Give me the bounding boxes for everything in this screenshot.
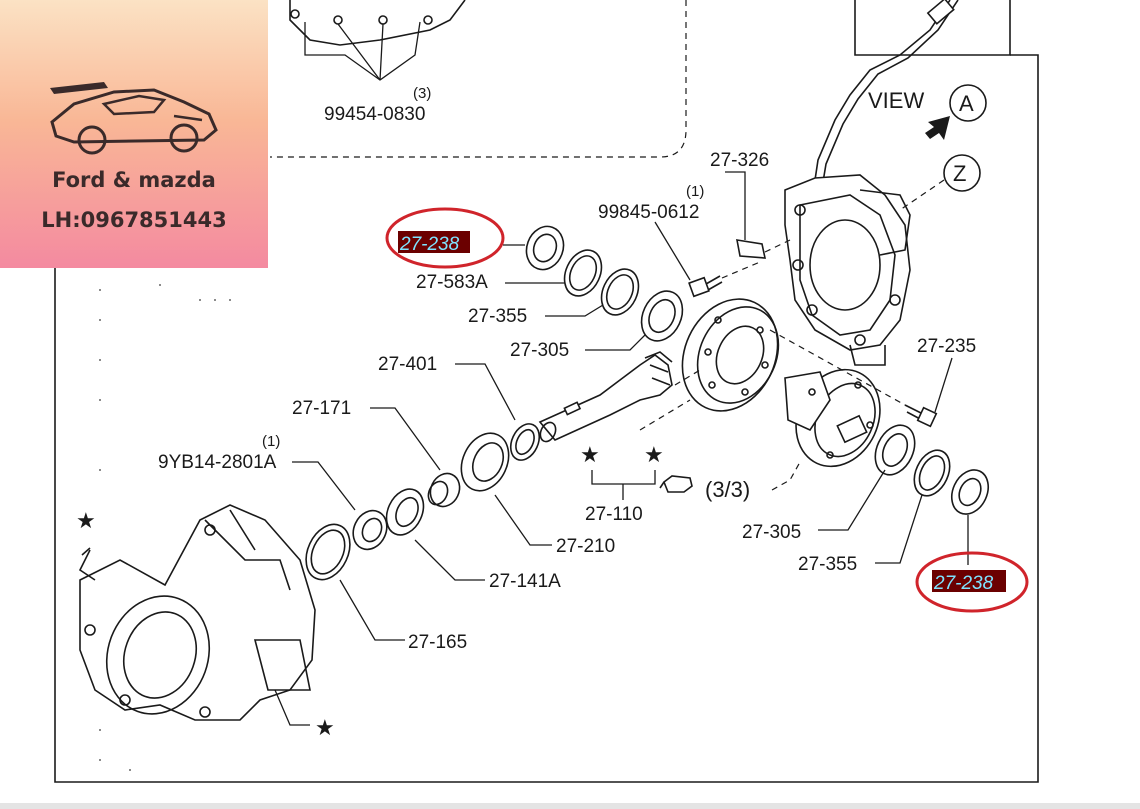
label-27-401: 27-401 — [378, 354, 437, 375]
label-27-165: 27-165 — [408, 632, 467, 653]
leader-27-110 — [591, 470, 656, 500]
leader-27-355-bot — [875, 494, 923, 564]
leader-27-305-top — [585, 331, 649, 351]
label-99454-0830: 99454-0830 — [324, 104, 425, 125]
callout-27-238-top: 27-238 — [385, 207, 505, 269]
cover-fragment — [289, 0, 466, 81]
bottom-edge-bar — [0, 803, 1140, 809]
label-9yb14-2801a: 9YB14-2801A — [158, 452, 277, 473]
nut-9yb14 — [352, 509, 388, 551]
leader-27-235 — [934, 357, 953, 413]
ref-3-3: (3/3) — [705, 477, 750, 502]
shim-27-165 — [305, 523, 351, 581]
leader-27-210 — [494, 494, 552, 546]
part-27-326 — [736, 239, 767, 259]
leader-27-326 — [725, 171, 746, 240]
view-a-letter: A — [959, 91, 974, 116]
car-logo-icon — [50, 82, 218, 155]
sensor-cable — [811, 0, 959, 201]
label-27-355-bot: 27-355 — [798, 554, 857, 575]
dash-99845 — [721, 261, 761, 279]
spacer-27-401 — [509, 423, 541, 461]
qty-99454: (3) — [413, 85, 431, 102]
collar-27-171 — [427, 472, 461, 508]
leader-27-355-top — [545, 304, 604, 317]
star-icon: ★ — [76, 508, 96, 533]
bearing-27-141a — [385, 488, 425, 536]
qty-9yb14: (1) — [262, 433, 280, 450]
brand-card: Ford & mazda LH:0967851443 — [0, 0, 268, 268]
label-99845-0612: 99845-0612 — [598, 202, 699, 223]
pinion-shaft-27-110 — [538, 351, 673, 443]
carrier-housing — [78, 504, 316, 721]
label-27-210: 27-210 — [556, 536, 615, 557]
leader-99845 — [654, 221, 691, 281]
view-z-circle — [943, 154, 981, 192]
spacer-27-355-top — [600, 268, 640, 316]
view-z-letter: Z — [953, 161, 966, 186]
diff-cover — [784, 174, 911, 366]
view-a-circle — [949, 84, 987, 122]
leader-27-141a — [414, 539, 485, 581]
spacer-27-355-bot — [913, 449, 951, 497]
dash-axis-right — [769, 329, 906, 406]
dash-pinion — [674, 369, 701, 386]
bolt-27-235 — [904, 404, 938, 428]
star-icon: ★ — [315, 715, 335, 740]
leader-27-171 — [370, 407, 441, 471]
label-27-238-bot: 27-238 — [933, 573, 994, 594]
bearing-27-210 — [460, 432, 510, 492]
hand-pointer-icon — [659, 475, 693, 493]
inset-frame-dashed — [270, 0, 687, 158]
label-27-141a: 27-141A — [489, 571, 561, 592]
dash-3-3 — [771, 461, 801, 491]
label-27-235: 27-235 — [917, 336, 976, 357]
dotted-marks — [99, 284, 231, 771]
label-27-171: 27-171 — [292, 398, 351, 419]
label-27-238-top: 27-238 — [399, 234, 460, 255]
brand-phone: LH:0967851443 — [41, 208, 227, 232]
callout-27-238-bot: 27-238 — [915, 551, 1029, 613]
part-99845-bolt — [688, 275, 723, 298]
seal-27-238-top — [525, 225, 565, 271]
leader-27-305-bot — [818, 469, 886, 531]
view-arrow-icon — [925, 116, 950, 140]
label-27-305-bot: 27-305 — [742, 522, 801, 543]
dash-27-326 — [764, 239, 791, 253]
inset-frame-right — [854, 0, 1011, 56]
star-icon: ★ — [644, 442, 664, 467]
differential-case — [784, 368, 881, 468]
bearing-27-305-top — [640, 290, 684, 342]
seal-27-238-bot — [950, 469, 990, 515]
dash-pinion-2 — [639, 399, 691, 431]
label-27-355-top: 27-355 — [468, 306, 527, 327]
ring-gear — [681, 298, 780, 412]
star-icon: ★ — [580, 442, 600, 467]
view-z-leader — [899, 179, 945, 211]
leader-27-165 — [339, 579, 405, 641]
view-text: VIEW — [868, 88, 924, 113]
label-27-110: 27-110 — [585, 504, 643, 525]
shim-27-583a — [563, 249, 603, 297]
label-27-305-top: 27-305 — [510, 340, 569, 361]
bearing-27-305-bot — [874, 424, 916, 476]
label-27-583a: 27-583A — [416, 272, 488, 293]
leader-9yb14 — [292, 461, 356, 511]
brand-name: Ford & mazda — [52, 168, 216, 192]
leader-housing-star — [274, 689, 310, 726]
qty-99845: (1) — [686, 183, 704, 200]
label-27-326: 27-326 — [710, 150, 769, 171]
leader-27-401 — [455, 363, 516, 421]
